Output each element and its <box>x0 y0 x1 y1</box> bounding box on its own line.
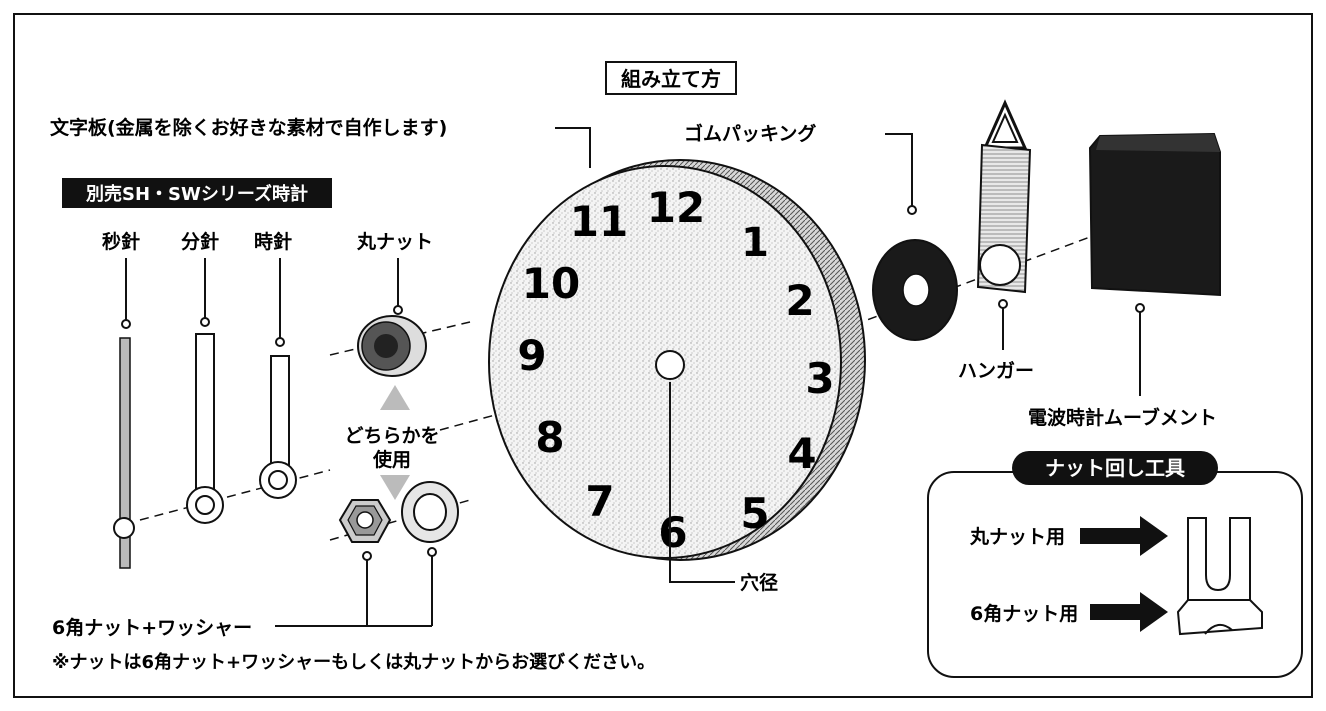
dial-number-7: 7 <box>585 477 614 526</box>
sold-separately-badge: 別売SH・SWシリーズ時計 <box>62 178 332 208</box>
movement-label: 電波時計ムーブメント <box>1028 406 1217 429</box>
hanger-label: ハンガー <box>958 360 1034 382</box>
rubber-packing <box>872 239 958 341</box>
dial-number-12: 12 <box>647 183 705 232</box>
round-nut-label: 丸ナット <box>356 231 433 253</box>
clock-dial: 12 1 2 3 4 5 6 7 8 9 10 11 <box>488 159 866 561</box>
diagram-title: 組み立て方 <box>621 67 721 91</box>
hex-nut-washer-label: 6角ナット+ワッシャー <box>52 616 252 639</box>
dial-number-9: 9 <box>517 331 546 380</box>
either-label-line1: どちらかを <box>344 425 439 447</box>
minute-hand-label: 分針 <box>181 230 219 253</box>
hex-nut-leader <box>275 547 437 627</box>
dial-number-3: 3 <box>805 354 834 403</box>
hole-diameter-label: 穴径 <box>740 571 778 594</box>
dial-number-6: 6 <box>658 508 687 557</box>
either-indicator: どちらかを 使用 <box>344 385 440 500</box>
arrow-right-icon <box>1080 516 1168 556</box>
hour-hand <box>259 258 297 499</box>
hex-nut-tool-label: 6角ナット用 <box>970 602 1078 625</box>
dial-number-11: 11 <box>570 197 628 246</box>
nut-selection-note: ※ナットは6角ナット+ワッシャーもしくは丸ナットからお選びください。 <box>52 651 655 673</box>
second-hand-label: 秒針 <box>102 230 140 253</box>
either-label-line2: 使用 <box>372 449 411 471</box>
sold-separately-label: 別売SH・SWシリーズ時計 <box>86 183 308 205</box>
hex-nut <box>338 499 392 543</box>
nut-wrench-tool <box>1176 517 1263 636</box>
minute-hand <box>186 258 224 524</box>
dial-number-1: 1 <box>741 220 769 266</box>
hour-hand-label: 時針 <box>254 230 292 253</box>
tool-box-title: ナット回し工具 <box>1045 456 1185 480</box>
dial-number-2: 2 <box>785 276 814 325</box>
round-nut <box>357 315 427 377</box>
round-nut-tool-label: 丸ナット用 <box>969 526 1065 548</box>
radio-clock-movement <box>1088 132 1221 297</box>
dial-number-8: 8 <box>535 413 564 462</box>
dial-number-4: 4 <box>787 429 816 478</box>
second-hand <box>113 258 135 569</box>
nut-tool-box: ナット回し工具 丸ナット用 6角ナット用 <box>927 451 1303 678</box>
washer <box>401 481 459 543</box>
dial-number-10: 10 <box>522 259 580 308</box>
hanger <box>976 99 1032 294</box>
dial-number-5: 5 <box>740 489 769 538</box>
dial-leader <box>555 127 591 168</box>
center-hole <box>655 350 685 380</box>
rubber-packing-label: ゴムパッキング <box>684 122 816 145</box>
arrow-right-icon <box>1090 592 1168 632</box>
dial-label: 文字板(金属を除くお好きな素材で自作します) <box>50 116 447 139</box>
hole-leader <box>669 382 735 583</box>
title-box: 組み立て方 <box>605 61 737 95</box>
